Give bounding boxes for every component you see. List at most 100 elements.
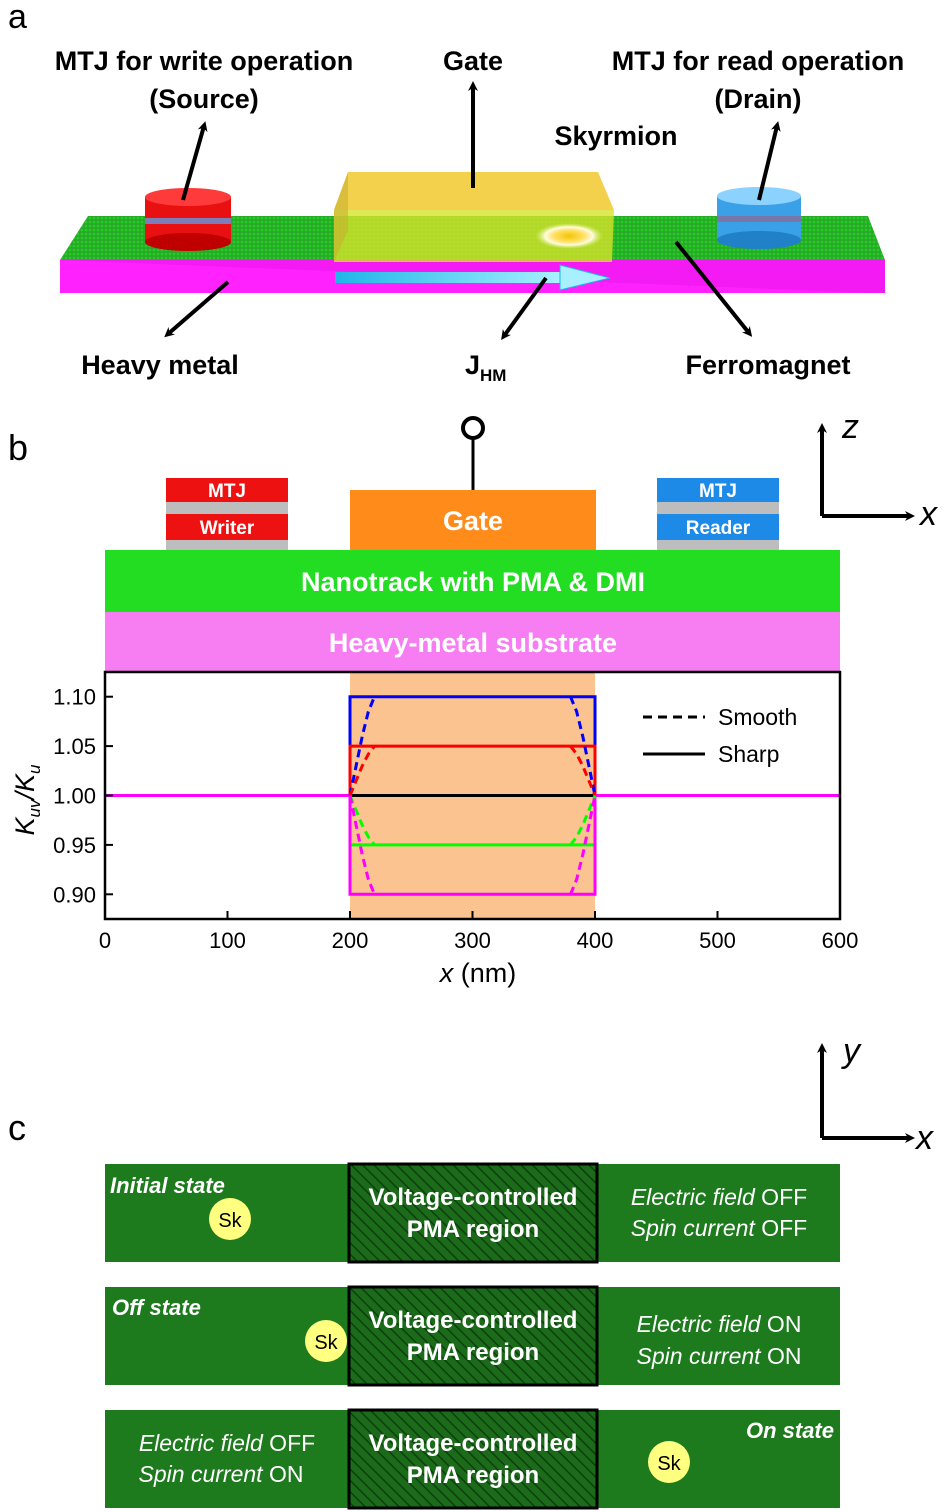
y-tick-label: 1.05	[53, 734, 96, 759]
axis-x-label-b: x	[918, 495, 938, 533]
y-tick-label: 1.00	[53, 784, 96, 809]
axis-y-label: y	[841, 1032, 862, 1070]
writer-stack: MTJ Writer	[166, 478, 288, 550]
pma-region-2-line1: Voltage-controlled	[369, 1307, 578, 1334]
gate-label-a: Gate	[443, 46, 503, 76]
x-tick-label: 100	[209, 928, 246, 953]
pma-region-1-line1: Voltage-controlled	[369, 1184, 578, 1211]
state-label-off: Off state	[112, 1295, 201, 1320]
pma-region-2	[347, 1285, 599, 1387]
ferromagnet-label: Ferromagnet	[685, 350, 850, 380]
mtj-write-label-line1: MTJ for write operation	[55, 46, 354, 76]
heavy-metal-label: Heavy metal	[81, 350, 239, 380]
axes-zx: z x	[817, 408, 938, 533]
spin-status-1: Spin current OFF	[631, 1215, 807, 1241]
mtj-write-label-line2: (Source)	[149, 84, 259, 114]
row-off-state: Voltage-controlled PMA region Off state …	[105, 1285, 840, 1387]
sk-label-2: Sk	[314, 1332, 338, 1354]
state-label-on: On state	[746, 1418, 834, 1443]
gate-label-b: Gate	[443, 506, 503, 536]
sk-label-3: Sk	[657, 1453, 681, 1475]
spin-status-2: Spin current ON	[637, 1343, 802, 1369]
anisotropy-chart: 0 100 200 300 400 500 600 0.90 0.95 1.00 1.05 1.10…	[10, 670, 858, 988]
reader-stack: MTJ Reader	[657, 478, 779, 550]
y-tick-label: 1.10	[53, 685, 96, 710]
current-label: JHM	[465, 350, 506, 385]
sk-label-1: Sk	[218, 1210, 242, 1232]
pma-region-3	[347, 1408, 599, 1510]
series-line-9	[348, 794, 376, 846]
x-ticks: 0 100 200 300 400 500 600	[99, 911, 858, 953]
reader-mtj-label: MTJ	[699, 481, 737, 502]
series-layer	[105, 695, 840, 896]
panel-b-label: b	[8, 427, 28, 468]
skyrmion-dot-1	[209, 1198, 251, 1240]
arrow-ferromagnet	[674, 240, 753, 337]
nanotrack-layer	[105, 550, 840, 612]
writer-mtj-label: MTJ	[208, 481, 246, 502]
substrate-label: Heavy-metal substrate	[329, 628, 617, 658]
field-status-1: Electric field OFF	[631, 1184, 807, 1210]
series-line-5	[348, 696, 376, 796]
legend-sharp-label: Sharp	[718, 741, 779, 767]
x-tick-label: 200	[332, 928, 369, 953]
panel-a-arrows	[164, 81, 781, 341]
series-line-11	[348, 795, 376, 895]
y-ticks: 0.90 0.95 1.00 1.05 1.10	[53, 685, 113, 907]
x-tick-label: 0	[99, 928, 111, 953]
field-status-2: Electric field ON	[637, 1311, 802, 1337]
x-tick-label: 500	[699, 928, 736, 953]
skyrmion-dot-3	[648, 1441, 690, 1483]
series-line-10	[569, 794, 597, 846]
pma-region-3-line1: Voltage-controlled	[369, 1430, 578, 1457]
panel-c-label: c	[8, 1107, 26, 1148]
skyrmion-dot-2	[305, 1320, 347, 1362]
arrow-read-mtj	[757, 121, 781, 201]
arrow-current	[501, 276, 548, 341]
current-arrow	[335, 264, 611, 291]
mtj-read-label-line2: (Drain)	[715, 84, 802, 114]
series-line-7	[348, 745, 376, 797]
series-line-3	[105, 794, 840, 896]
pma-region-3-line2: PMA region	[407, 1462, 539, 1489]
gate-block: Gate	[350, 416, 596, 550]
y-tick-label: 0.90	[53, 882, 96, 907]
read-mtj-cylinder	[717, 187, 801, 249]
mtj-read-label-line1: MTJ for read operation	[612, 46, 905, 76]
gate-box-3d	[334, 172, 614, 262]
y-tick-label: 0.95	[53, 833, 96, 858]
axes-yx: y x	[817, 1032, 934, 1157]
pma-region-1-line2: PMA region	[407, 1216, 539, 1243]
axis-z-label: z	[841, 408, 859, 446]
panel-a-label: a	[8, 0, 27, 36]
x-tick-label: 600	[822, 928, 859, 953]
series-line-12	[569, 795, 597, 895]
spin-status-3: Spin current ON	[139, 1461, 304, 1487]
gate-terminal-icon	[461, 416, 485, 440]
x-axis-title: x (nm)	[438, 958, 517, 988]
substrate-layer	[105, 612, 840, 672]
x-tick-label: 400	[577, 928, 614, 953]
series-line-8	[569, 745, 597, 797]
write-mtj-cylinder	[145, 188, 231, 251]
arrow-write-mtj	[181, 121, 208, 201]
x-tick-label: 300	[454, 928, 491, 953]
reader-label: Reader	[686, 518, 751, 539]
writer-label: Writer	[200, 518, 255, 539]
pma-region-1	[347, 1162, 599, 1264]
series-line-6	[569, 696, 597, 796]
skyrmion-blob	[535, 223, 603, 249]
row-on-state: Voltage-controlled PMA region On state S…	[105, 1408, 840, 1510]
y-axis-title: Kuv/Ku	[10, 764, 44, 836]
skyrmion-label: Skyrmion	[554, 121, 677, 151]
nanotrack-label: Nanotrack with PMA & DMI	[301, 567, 645, 597]
state-label-initial: Initial state	[110, 1173, 225, 1198]
pma-region-2-line2: PMA region	[407, 1339, 539, 1366]
axis-x-label-c: x	[914, 1119, 934, 1157]
row-initial-state: Voltage-controlled PMA region Initial st…	[105, 1162, 840, 1264]
field-status-3: Electric field OFF	[139, 1430, 315, 1456]
chart-legend: Smooth Sharp	[643, 704, 797, 767]
legend-smooth-label: Smooth	[718, 704, 797, 730]
arrow-heavy-metal	[164, 280, 230, 338]
